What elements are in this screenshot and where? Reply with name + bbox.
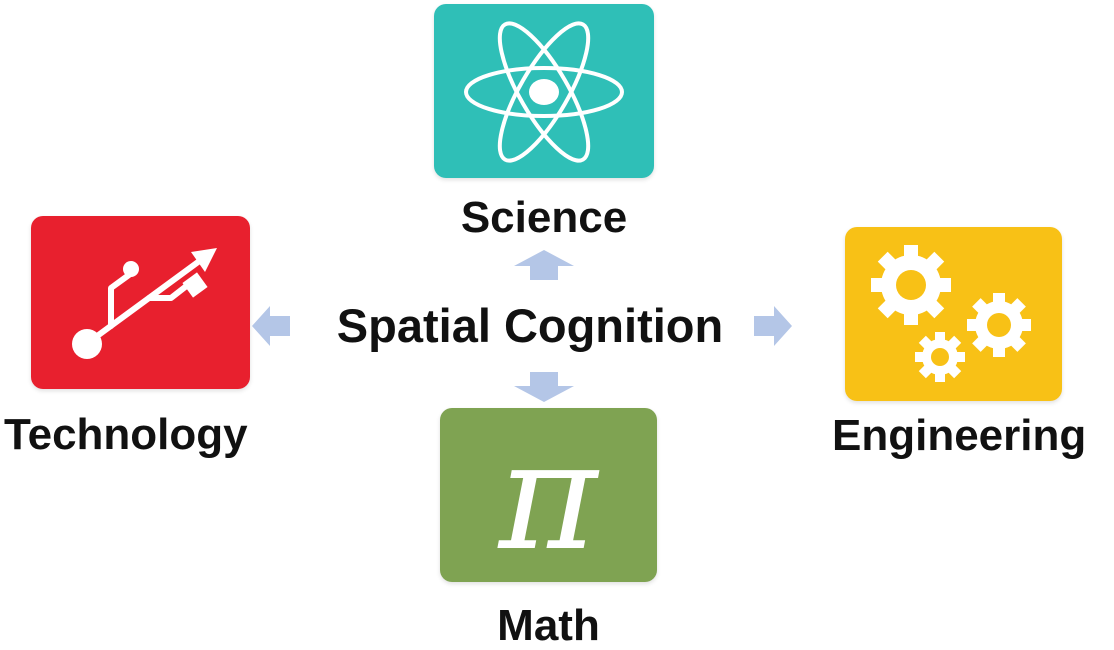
center-label: Spatial Cognition [336,299,724,352]
science-tile [434,4,654,178]
atom-icon [464,21,624,163]
usb-icon [72,248,217,359]
technology-tile [31,216,250,389]
pi-icon: π [497,410,600,582]
math-label: Math [497,601,600,650]
technology-label: Technology [4,410,248,459]
engineering-label: Engineering [832,411,1087,460]
arrow-down-to-math [514,372,574,402]
math-tile: π [440,408,657,582]
arrow-left-to-technology [252,306,290,346]
arrow-up-to-science [514,250,574,280]
engineering-tile [845,227,1062,401]
science-label: Science [460,193,628,242]
arrow-right-to-engineering [754,306,792,346]
svg-text:π: π [497,410,600,582]
gears-icon [871,245,1031,382]
